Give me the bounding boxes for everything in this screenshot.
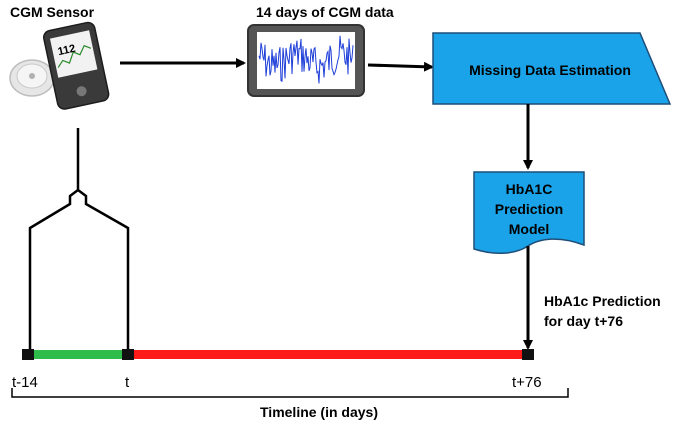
tick-label-end: t+76 <box>512 374 542 391</box>
model-label-line2: Prediction <box>495 201 563 217</box>
timeline-title: Timeline (in days) <box>260 404 378 420</box>
cgm-sensor-label: CGM Sensor <box>10 4 95 20</box>
tick-label-start: t-14 <box>12 374 38 391</box>
prediction-label-line1: HbA1c Prediction <box>544 293 661 309</box>
timeline-marker-t <box>122 349 134 360</box>
missing-data-estimation-box: Missing Data Estimation <box>432 32 672 105</box>
timeline-marker-end <box>522 349 534 360</box>
window-bracket <box>28 128 130 350</box>
timeline-brace <box>11 388 569 398</box>
timeline-marker-start <box>22 349 34 360</box>
model-label-line1: HbA1C <box>506 181 553 197</box>
arrow-data-to-estimation <box>367 61 434 72</box>
cgm-signal-trace <box>258 35 354 84</box>
cgm-reader-device-icon: 112 <box>42 21 110 110</box>
missing-data-label: Missing Data Estimation <box>469 62 631 78</box>
prediction-model-box: HbA1C Prediction Model <box>473 171 585 254</box>
prediction-label-line2: for day t+76 <box>544 313 623 329</box>
cgm-sensor-disc-icon <box>9 59 55 97</box>
tick-label-t: t <box>125 374 130 391</box>
cgm-monitor-icon <box>247 24 365 97</box>
timeline-window-segment <box>28 350 128 359</box>
cgm-data-label: 14 days of CGM data <box>256 4 394 20</box>
model-label-line3: Model <box>509 221 549 237</box>
timeline-horizon-segment <box>128 350 530 359</box>
device-reading: 112 <box>57 43 77 58</box>
